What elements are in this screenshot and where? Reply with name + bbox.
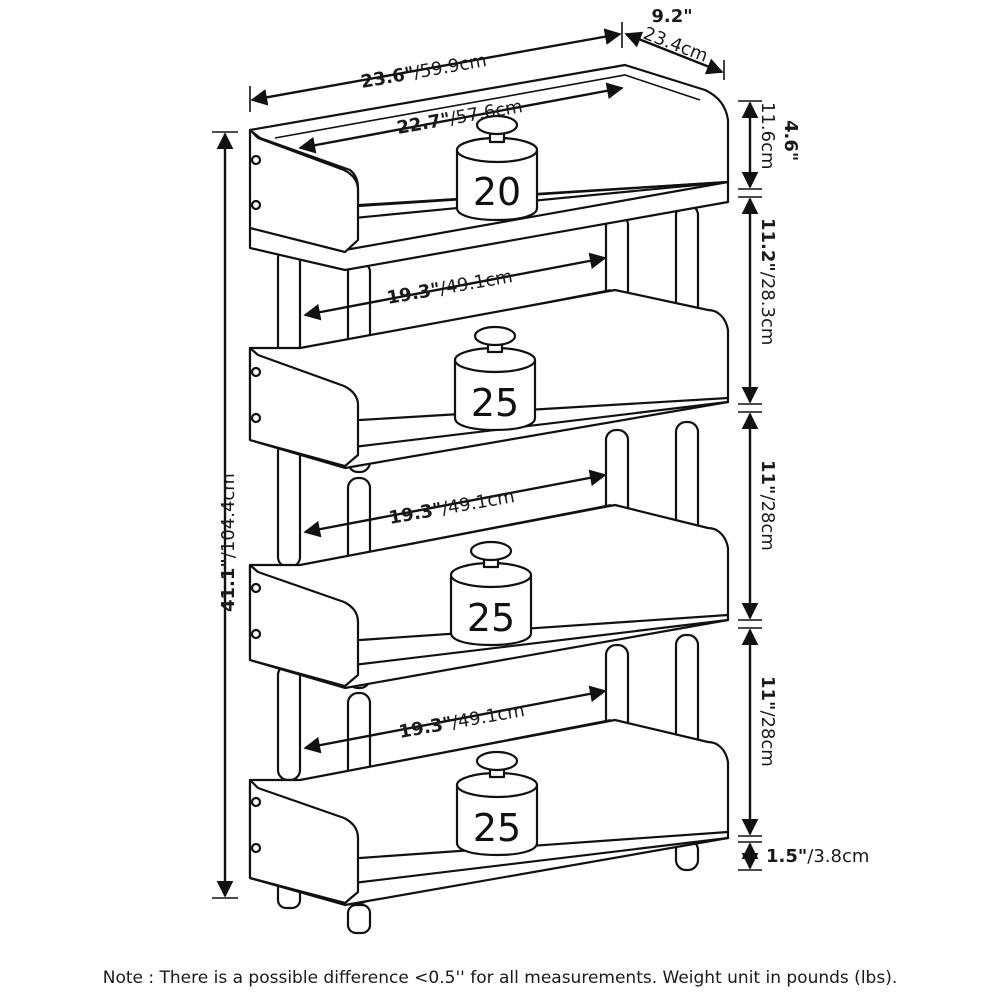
label-total-height: 41.1"/104.4cm [218, 473, 239, 612]
dimension-lines [212, 22, 762, 899]
label-foot-height: 1.5"/3.8cm [766, 846, 869, 867]
label-shelf-gap-3: 11"/28cm [757, 676, 778, 767]
weight-label-3: 25 [467, 596, 515, 640]
weight-label-1: 20 [473, 170, 521, 214]
label-depth-in: 9.2" [651, 6, 692, 27]
measurement-note: Note : There is a possible difference <0… [102, 968, 898, 988]
weight-label-2: 25 [471, 381, 519, 425]
label-shelf-width-2: 19.3"/49.1cm [387, 486, 516, 529]
label-top-back-height-in: 4.6" [780, 120, 801, 161]
weight-icon-4: 25 [455, 750, 539, 857]
label-shelf-width-3: 19.3"/49.1cm [397, 700, 526, 743]
weight-label-4: 25 [473, 806, 521, 850]
label-depth-cm: 23.4cm [640, 23, 711, 67]
label-shelf-width-1: 19.3"/49.1cm [385, 266, 514, 309]
weight-icon-3: 25 [449, 540, 533, 647]
bookshelf-drawing: 20 25 25 25 [248, 63, 730, 935]
label-top-back-height-cm: 11.6cm [757, 102, 778, 170]
weight-icon-2: 25 [453, 325, 537, 432]
label-top-width: 23.6"/59.9cm [359, 50, 488, 93]
label-shelf-gap-2: 11"/28cm [757, 460, 778, 551]
label-shelf-gap-1: 11.2"/28.3cm [757, 218, 778, 345]
